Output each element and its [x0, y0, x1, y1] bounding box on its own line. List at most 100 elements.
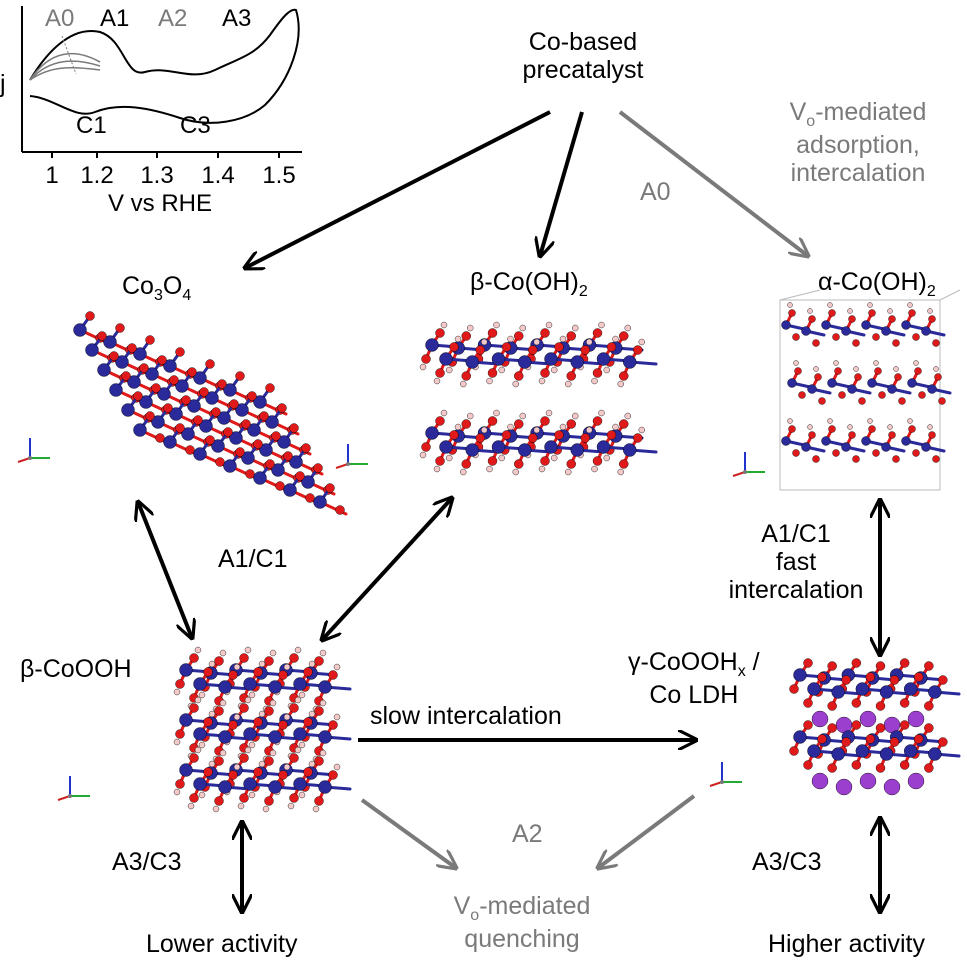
hydrogen-atom: [545, 321, 553, 329]
oxygen-atom: [328, 670, 338, 680]
oxygen-atom: [899, 720, 910, 730]
oxygen-atom: [303, 717, 313, 727]
gamma-cooohx-structure: [789, 658, 961, 796]
inset-y-label: j: [0, 70, 6, 98]
hydrogen-atom: [233, 663, 241, 671]
hydrogen-atom: [867, 418, 873, 424]
oxygen-atom: [932, 455, 940, 463]
vo-line3: intercalation: [790, 158, 926, 187]
hydrogen-atom: [258, 660, 266, 668]
vo-line1: Vo-mediated: [790, 98, 927, 131]
cobalt-atom: [623, 355, 637, 369]
hydrogen-atom: [847, 424, 853, 430]
cobalt-atom: [821, 320, 831, 330]
hydrogen-atom: [617, 468, 624, 476]
oxygen-atom: [828, 309, 836, 317]
beta-cooh2-label: β-Co(OH)2: [470, 268, 588, 301]
hydrogen-atom: [283, 763, 291, 771]
cobalt-atom: [223, 383, 237, 397]
arrow-precatalyst-to-beta-cooh2: [540, 111, 584, 256]
hydrogen-atom: [907, 302, 913, 308]
oxygen-atom: [812, 455, 820, 463]
cobalt-atom: [544, 352, 558, 366]
hydrogen-atom: [294, 746, 302, 754]
hydrogen-atom: [440, 409, 448, 417]
oxygen-atom: [619, 459, 629, 469]
oxygen-atom: [803, 720, 813, 730]
cobalt-atom: [879, 685, 894, 699]
oxygen-atom: [540, 416, 550, 426]
hydrogen-atom: [173, 688, 181, 696]
hydrogen-atom: [624, 412, 631, 420]
peak-label-a3: A3: [222, 5, 252, 32]
oxygen-atom: [878, 391, 886, 399]
hydrogen-atom: [507, 423, 514, 431]
oxygen-atom: [908, 425, 916, 433]
oxygen-atom: [898, 397, 906, 405]
oxygen-atom: [875, 763, 886, 773]
cobalt-atom: [187, 399, 201, 413]
oxygen-atom: [938, 675, 948, 685]
oxygen-atom: [205, 435, 215, 445]
oxygen-atom: [175, 779, 185, 789]
hydrogen-atom: [308, 660, 316, 668]
oxygen-atom: [175, 679, 185, 689]
oxygen-atom: [875, 723, 886, 733]
quenching-line2: quenching: [464, 924, 580, 953]
quenching-label: Vo-mediated quenching: [454, 892, 591, 953]
cobalt-atom: [793, 668, 807, 682]
oxygen-atom: [841, 675, 851, 685]
cobalt-atom: [801, 442, 811, 452]
oxygen-atom: [808, 315, 816, 323]
hydrogen-atom: [419, 451, 427, 459]
cobalt-atom: [218, 730, 232, 744]
cobalt-atom: [243, 777, 257, 791]
beta-cooh2-text: β-Co(OH): [470, 268, 579, 296]
hydrogen-atom: [927, 424, 933, 430]
oxygen-atom: [938, 737, 948, 747]
oxygen-atom: [827, 723, 837, 733]
oxygen-atom: [139, 363, 149, 373]
hydrogen-atom: [538, 377, 546, 385]
hydrogen-atom: [219, 699, 227, 707]
oxygen-atom: [828, 425, 836, 433]
hydrogen-atom: [333, 663, 341, 671]
oxygen-atom: [301, 443, 311, 453]
oxygen-atom: [592, 368, 603, 378]
oxygen-atom: [214, 756, 224, 766]
cobalt-atom: [157, 387, 171, 401]
oxygen-atom: [175, 347, 185, 357]
oxygen-atom: [277, 403, 287, 413]
cobalt-atom: [596, 352, 611, 366]
hydrogen-atom: [440, 321, 448, 329]
alpha-cooh2-sub: 2: [926, 283, 936, 300]
oxygen-atom: [792, 333, 800, 341]
a1c1-right-line1: A1/C1: [761, 520, 831, 548]
hydrogen-atom: [287, 802, 295, 810]
cobalt-atom: [821, 436, 831, 446]
oxygen-atom: [832, 333, 840, 341]
oxygen-atom: [421, 354, 431, 364]
alpha-cooh2-structure: [779, 289, 961, 491]
oxygen-atom: [872, 333, 880, 341]
oxygen-atom: [97, 331, 107, 341]
oxygen-atom: [241, 419, 251, 429]
oxygen-atom: [592, 328, 603, 338]
hydrogen-atom: [507, 335, 514, 343]
oxygen-atom: [155, 433, 165, 443]
oxygen-atom: [854, 373, 862, 381]
cobalt-atom: [259, 443, 273, 457]
triad-origin: [346, 462, 350, 466]
oxygen-atom: [109, 351, 119, 361]
cobalt-atom: [867, 378, 877, 388]
co3o4-co: Co: [122, 272, 154, 300]
cobalt-atom: [518, 443, 532, 457]
hydrogen-atom: [827, 302, 833, 308]
hydrogen-atom: [807, 308, 813, 314]
hydrogen-atom: [565, 468, 572, 476]
oxygen-atom: [314, 756, 324, 766]
vo-rest: -mediated: [815, 98, 927, 126]
cobalt-atom: [570, 355, 584, 369]
hydrogen-atom: [258, 710, 266, 718]
hydrogen-atom: [493, 409, 500, 417]
